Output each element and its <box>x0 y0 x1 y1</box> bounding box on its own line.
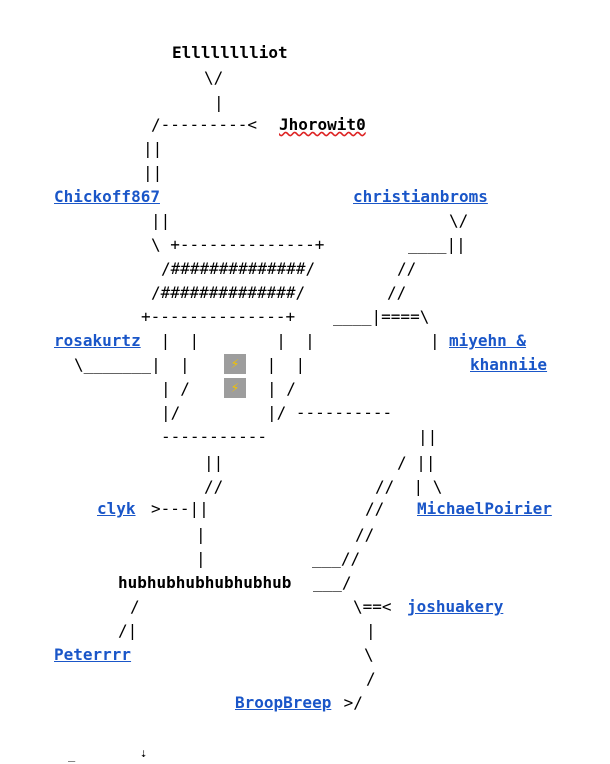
ascii-line: >/ <box>334 693 363 712</box>
ascii-line: /##############/ <box>151 283 306 302</box>
ascii-line: \ +--------------+ <box>151 235 325 254</box>
ascii-line: / || <box>397 453 436 472</box>
ascii-line: | | | | <box>151 331 315 350</box>
link-rosakurtz[interactable]: rosakurtz <box>54 331 141 350</box>
name-jhorowit: Jhorowit0 <box>279 115 366 134</box>
link-broopbreep[interactable]: BroopBreep <box>235 693 332 712</box>
ascii-line: | <box>196 549 206 568</box>
ascii-line: /---------< <box>151 115 267 134</box>
ascii-line: ----------- <box>161 427 267 446</box>
link-khanniie[interactable]: khanniie <box>470 355 548 374</box>
ascii-line: ____|| <box>408 235 466 254</box>
ascii-line: || <box>418 427 438 446</box>
ascii-line: / <box>366 669 376 688</box>
ascii-line: || <box>204 453 224 472</box>
link-clyk[interactable]: clyk <box>97 499 136 518</box>
link-joshuakery[interactable]: joshuakery <box>407 597 504 616</box>
ascii-line: | <box>196 525 206 544</box>
ascii-line: ___// <box>312 549 361 568</box>
ascii-line: // <box>365 499 385 518</box>
ascii-line: \==< <box>353 597 402 616</box>
ascii-line: || <box>143 163 163 182</box>
footer-mark: _ <box>68 748 76 762</box>
ascii-line: >---|| <box>151 499 209 518</box>
ascii-line: ____|====\ <box>333 307 430 326</box>
ascii-line: ___/ <box>313 573 352 592</box>
link-michaelpoirier[interactable]: MichaelPoirier <box>417 499 552 518</box>
ascii-line: || <box>143 139 163 158</box>
footer-mark: ⇣ <box>140 746 148 760</box>
ascii-line: +--------------+ <box>141 307 296 326</box>
link-miyehn[interactable]: miyehn & <box>449 331 527 350</box>
link-christianbroms[interactable]: christianbroms <box>353 187 488 206</box>
ascii-line: /| <box>118 621 138 640</box>
ascii-line: | <box>214 93 224 112</box>
ascii-line: // <box>397 259 417 278</box>
ascii-line: // <box>204 477 224 496</box>
ascii-line: / <box>130 597 140 616</box>
ascii-line: || <box>151 211 171 230</box>
ascii-line: | <box>366 621 376 640</box>
ascii-line: | / | / <box>161 379 296 398</box>
ascii-line: // <box>387 283 407 302</box>
ascii-line: // | \ <box>375 477 443 496</box>
lightning-icon: ⚡ <box>224 354 246 374</box>
ascii-line: // <box>355 525 375 544</box>
name-hub: hubhubhubhubhubhub <box>118 573 292 592</box>
ascii-line: |/ |/ ---------- <box>161 403 393 422</box>
ascii-line: \/ <box>204 68 224 87</box>
ascii-line: \/ <box>449 211 469 230</box>
ascii-line: \ <box>364 645 374 664</box>
ascii-line: /##############/ <box>161 259 316 278</box>
link-chickoff[interactable]: Chickoff867 <box>54 187 160 206</box>
link-peterrrr[interactable]: Peterrrr <box>54 645 132 664</box>
ascii-line: \_______| | | | <box>74 355 306 374</box>
ascii-line: | <box>430 331 440 350</box>
lightning-icon: ⚡ <box>224 378 246 398</box>
name-elliot: Elllllllliot <box>172 43 288 62</box>
